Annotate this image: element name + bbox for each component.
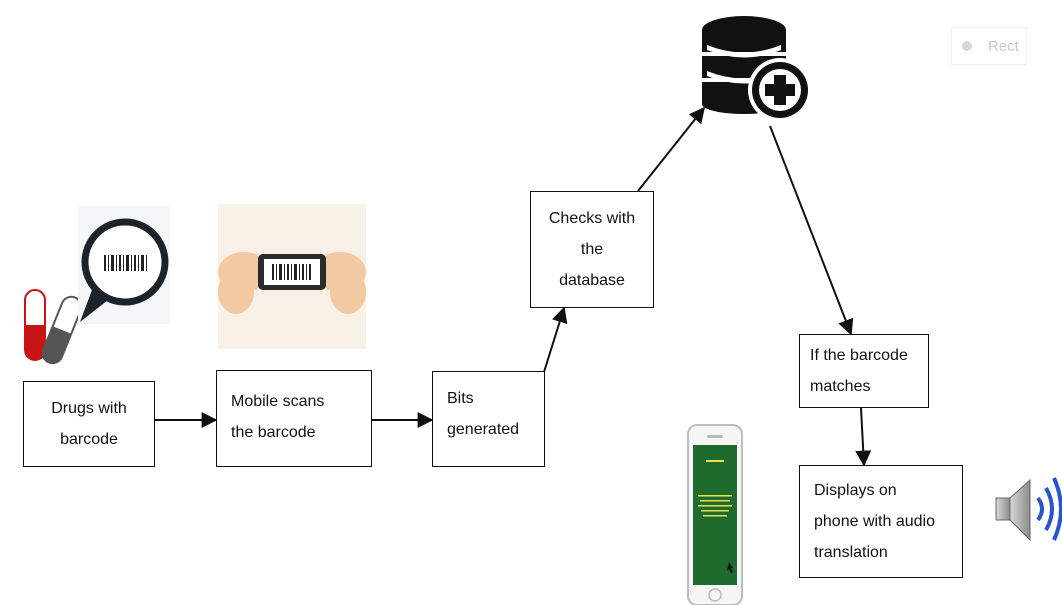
node-text-line: database <box>559 272 625 289</box>
node-mobile-scans: Mobile scans the barcode <box>216 370 372 467</box>
node-text-line: Drugs with <box>51 400 127 417</box>
node-text-line: the barcode <box>231 424 316 441</box>
rect-tool-button[interactable]: Rect <box>951 27 1027 65</box>
node-text-line: If the barcode <box>810 347 908 364</box>
node-text-line: Displays on <box>814 482 897 499</box>
node-text-line: matches <box>810 378 871 395</box>
node-text-line: Checks with <box>548 210 636 227</box>
arrow-check-to-database <box>637 106 705 192</box>
node-drugs-with-barcode: Drugs with barcode <box>23 381 155 467</box>
node-displays-audio: Displays on phone with audio translation <box>799 465 963 578</box>
arrow-bits-to-check <box>543 306 568 373</box>
arrow-database-to-match <box>769 125 854 336</box>
node-text-line: barcode <box>60 431 118 448</box>
node-text-line: the <box>580 241 604 258</box>
node-text-line: phone with audio <box>814 513 935 530</box>
record-dot-icon <box>962 41 972 51</box>
rect-tool-label: Rect <box>988 37 1019 55</box>
node-bits-generated: Bits generated <box>432 371 545 467</box>
node-text-line: translation <box>814 544 888 561</box>
node-text-line: generated <box>447 421 520 438</box>
node-text-line: Mobile scans <box>231 393 325 410</box>
arrow-match-to-display <box>855 407 872 467</box>
node-text-line: Bits <box>447 390 474 407</box>
node-barcode-matches: If the barcode matches <box>799 334 929 408</box>
node-checks-database: Checks with the database <box>530 191 654 308</box>
